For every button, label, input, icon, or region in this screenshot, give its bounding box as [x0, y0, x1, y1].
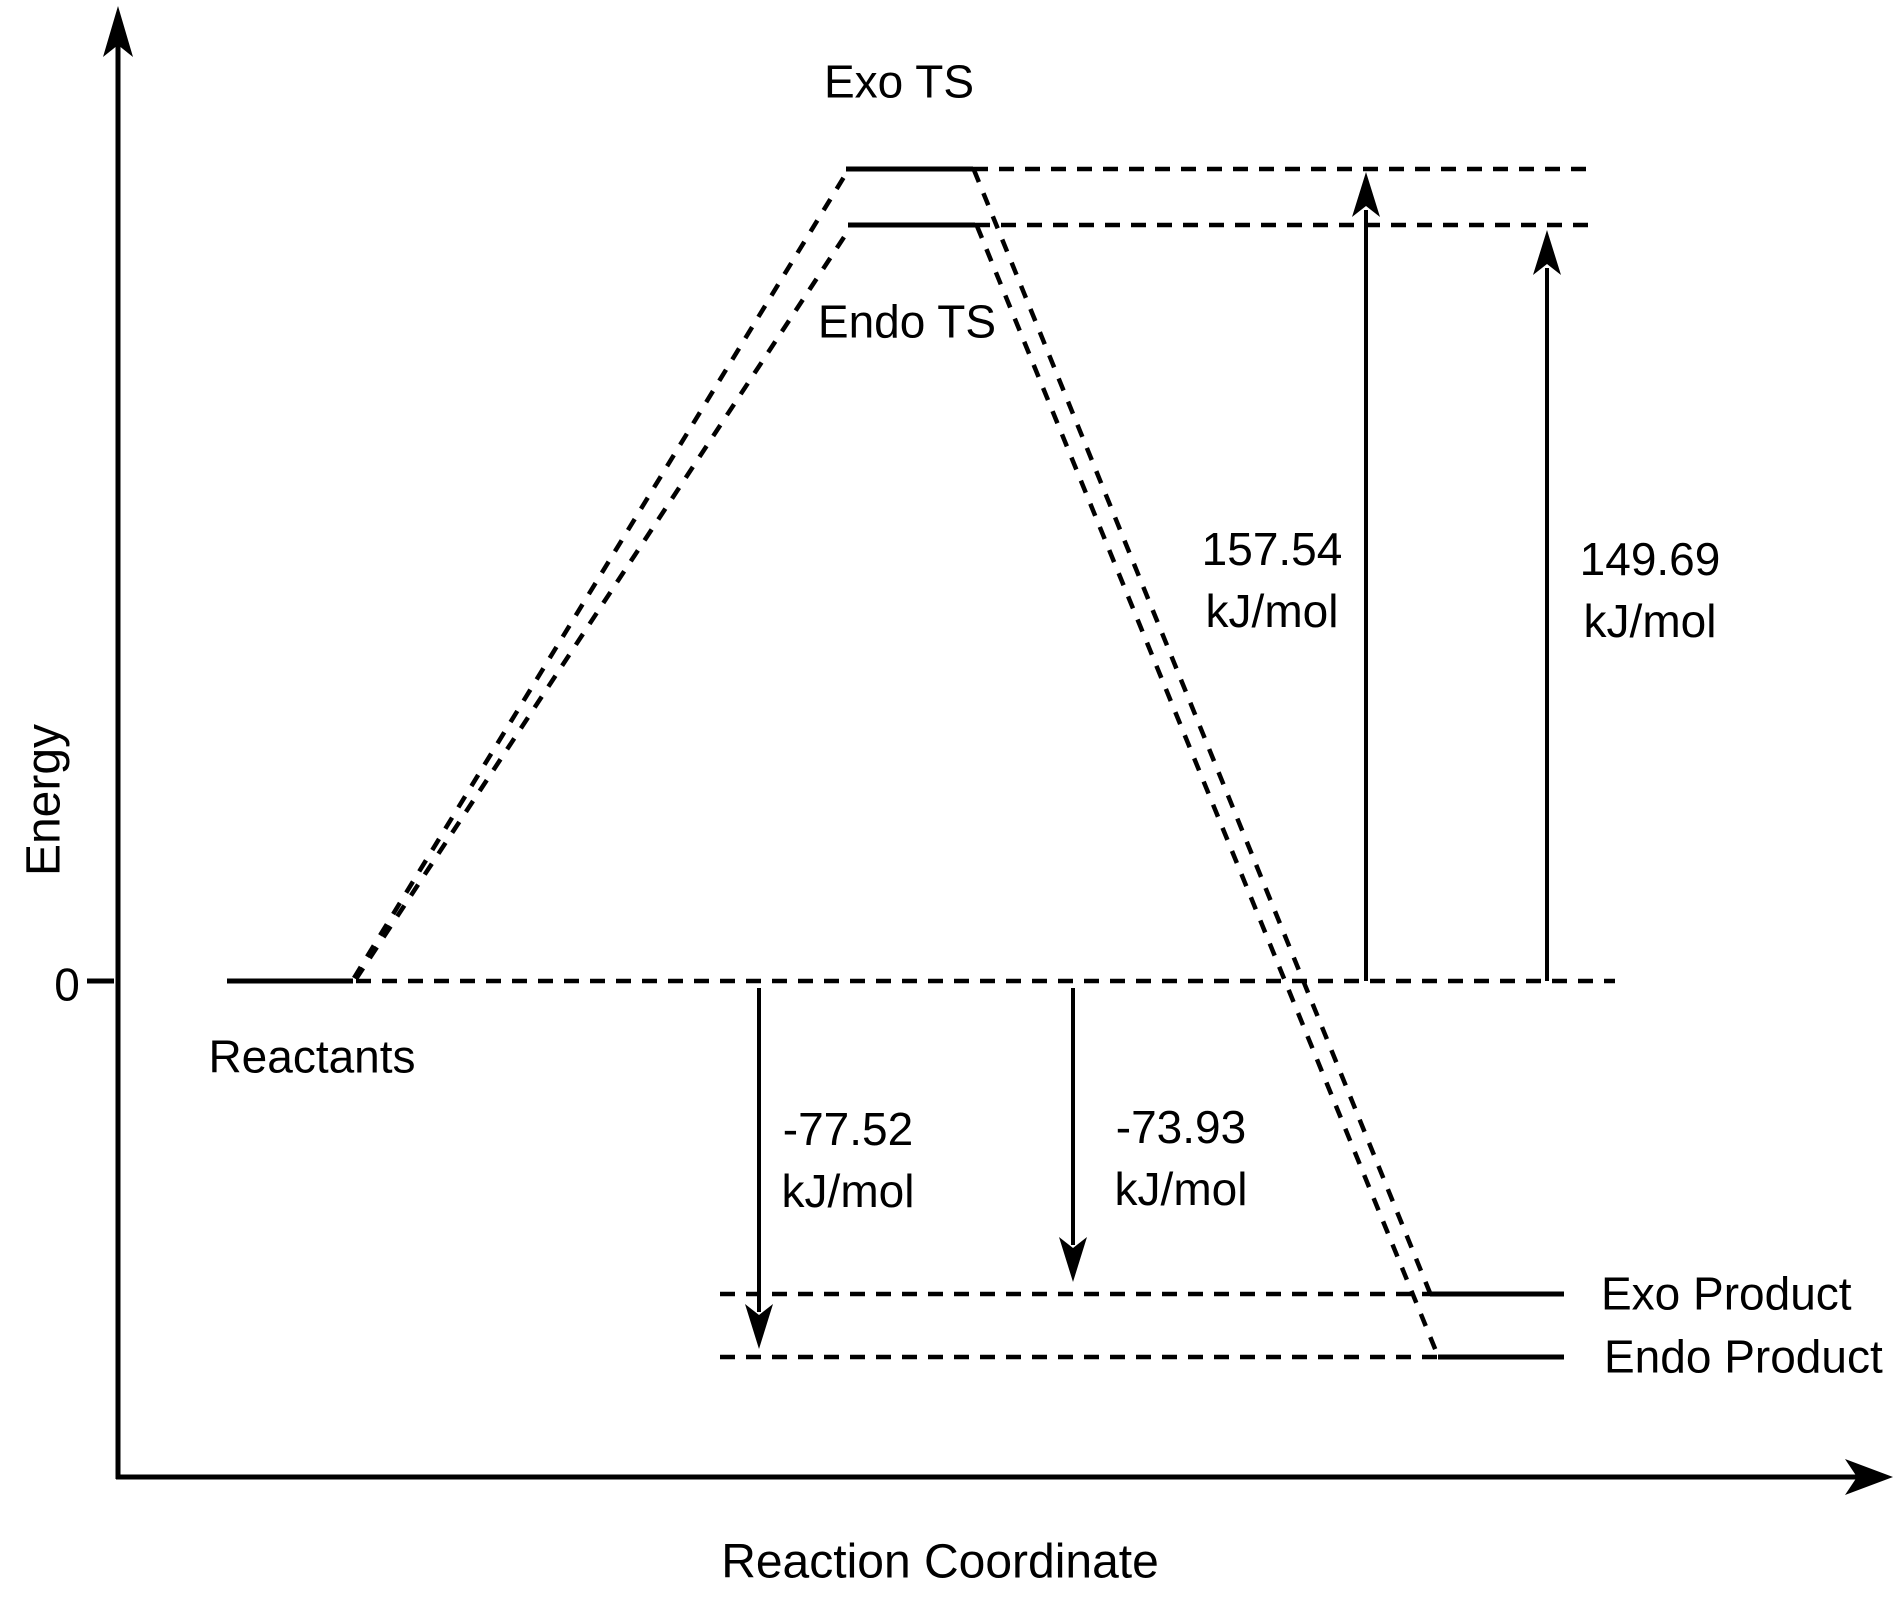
- exo-ts-label: Exo TS: [824, 55, 974, 108]
- exo-barrier-value: 157.54: [1201, 523, 1343, 575]
- exo-barrier-unit: kJ/mol: [1205, 585, 1339, 637]
- x-axis-label: Reaction Coordinate: [721, 1535, 1159, 1589]
- exo-release-value: -73.93: [1115, 1101, 1247, 1153]
- exo-ts-to-exo-product-connector-dashed: [971, 169, 1433, 1294]
- y-axis-arrowhead-icon: [103, 6, 133, 57]
- endo-barrier-arrowhead-icon: [1533, 230, 1561, 275]
- endo-barrier-annotation: 149.69 kJ/mol: [1580, 528, 1721, 652]
- endo-product-label: Endo Product: [1604, 1330, 1883, 1383]
- exo-release-unit: kJ/mol: [1114, 1163, 1248, 1215]
- exo-barrier-arrowhead-icon: [1352, 172, 1380, 217]
- exo-product-label: Exo Product: [1601, 1267, 1852, 1320]
- exo-barrier-annotation: 157.54 kJ/mol: [1202, 518, 1343, 642]
- endo-release-annotation: -77.52 kJ/mol: [782, 1098, 915, 1222]
- endo-release-unit: kJ/mol: [781, 1165, 915, 1217]
- endo-ts-label: Endo TS: [817, 295, 997, 348]
- x-axis-arrowhead-icon: [1845, 1459, 1893, 1495]
- endo-barrier-unit: kJ/mol: [1583, 595, 1717, 647]
- reactants-to-exo-ts-connector-dashed: [352, 170, 849, 980]
- reactants-label: Reactants: [208, 1030, 416, 1083]
- y-axis-label: Energy: [17, 723, 71, 877]
- zero-tick-label: 0: [54, 958, 80, 1011]
- endo-release-value: -77.52: [782, 1103, 914, 1155]
- exo-release-arrowhead-icon: [1059, 1237, 1087, 1282]
- exo-release-annotation: -73.93 kJ/mol: [1115, 1096, 1248, 1220]
- endo-ts-to-endo-product-connector-dashed: [974, 225, 1441, 1357]
- endo-barrier-value: 149.69: [1579, 533, 1721, 585]
- endo-release-arrowhead-icon: [745, 1304, 773, 1349]
- reactants-to-endo-ts-connector-dashed: [354, 226, 852, 981]
